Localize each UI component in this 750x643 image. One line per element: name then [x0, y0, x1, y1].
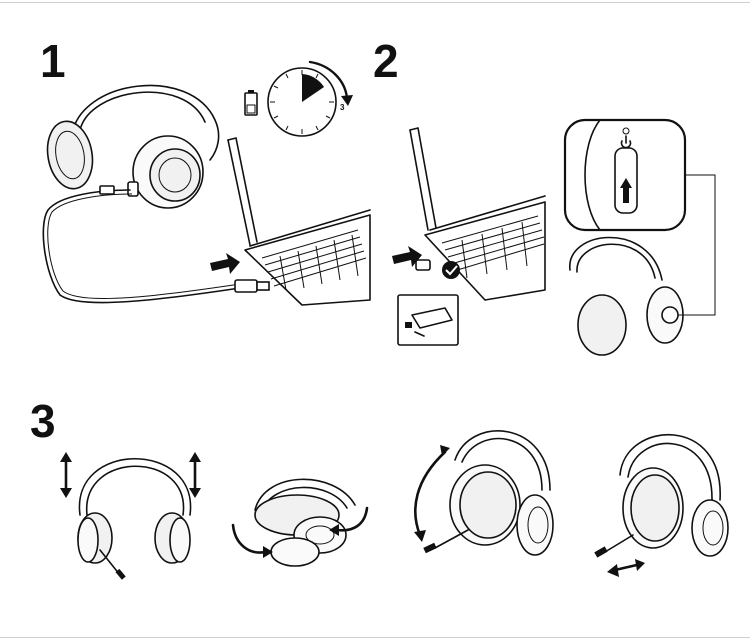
step-3-fold-earcups: [225, 460, 375, 590]
check-icon: [442, 261, 460, 279]
laptop-illustration: [227, 137, 371, 306]
step-3-number: 3: [30, 395, 56, 447]
power-icon: [620, 135, 632, 149]
slide-arrow-icon: [607, 559, 645, 577]
step-3-mic-boom-slide: [594, 420, 735, 590]
battery-icon: [244, 90, 258, 116]
bottom-divider: [0, 637, 750, 638]
receiver-storage-inset: [397, 294, 459, 346]
usb-receiver-icon: [415, 259, 431, 271]
insert-arrow-icon: [392, 246, 422, 267]
step-2-connect-illustration: [390, 110, 730, 360]
charge-time-label: 3: [340, 103, 345, 112]
headset-power-illustration: [569, 174, 716, 356]
step-1-charge-illustration: 3: [40, 60, 371, 320]
rotate-arrow-icon: [231, 523, 273, 558]
top-divider: [0, 2, 750, 3]
step-1-number: 1: [40, 35, 66, 87]
step-2-number: 2: [373, 35, 399, 87]
adjust-arrow-icon: [60, 452, 72, 498]
headset-charging-illustration: [46, 84, 220, 209]
clock-icon: 3: [267, 60, 353, 137]
step-3-mic-boom-rotate: [410, 420, 560, 590]
insert-arrow-icon: [210, 253, 240, 274]
rotate-arrow-icon: [414, 445, 450, 542]
step-3-headband-adjust: [50, 420, 220, 585]
rotate-arrow-icon: [329, 506, 369, 536]
laptop-illustration: [409, 127, 546, 301]
adjust-arrow-icon: [189, 452, 201, 498]
usb-cable: [42, 185, 270, 304]
power-switch-zoom-inset: [563, 118, 687, 232]
slide-up-arrow-icon: [620, 178, 632, 203]
